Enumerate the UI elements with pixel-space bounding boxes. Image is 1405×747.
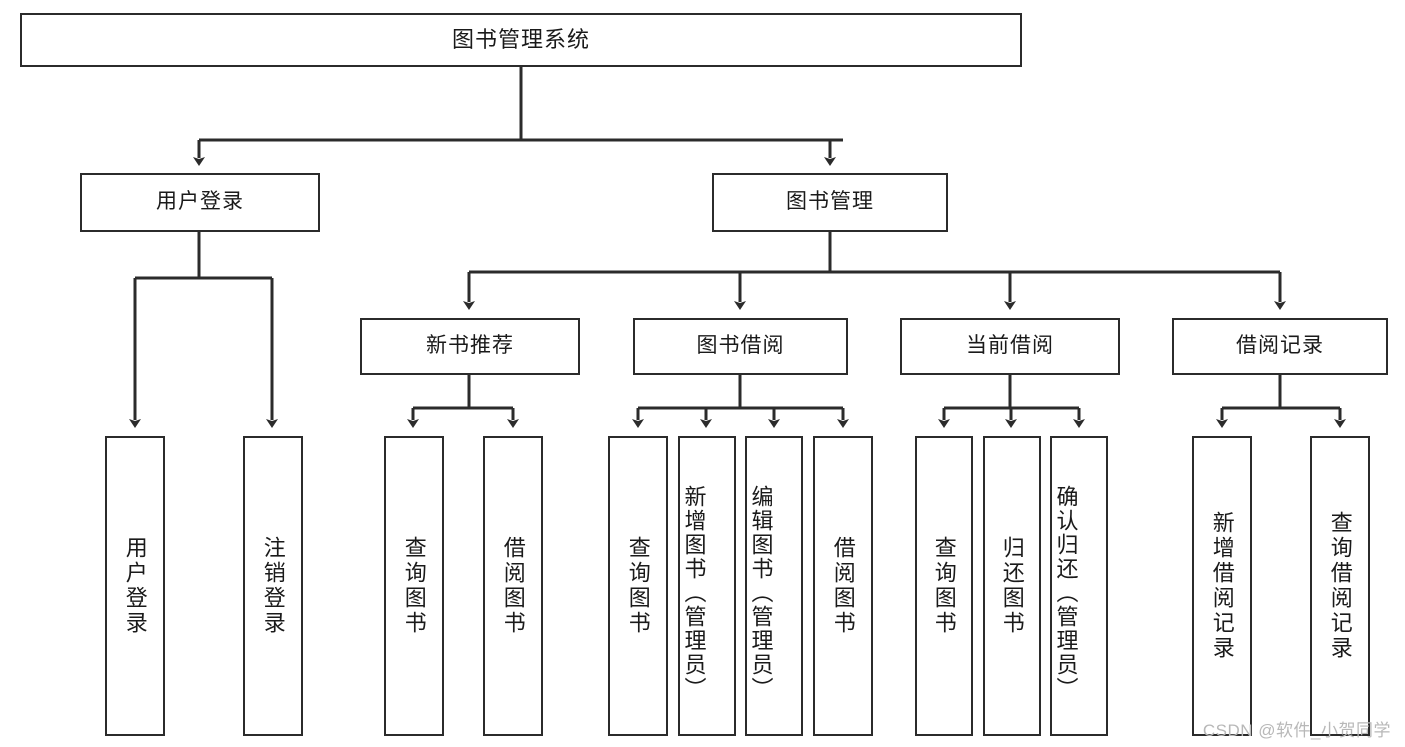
node-label: 用户登录 bbox=[122, 536, 148, 636]
leaf-query-book-current[interactable]: 查询图书 bbox=[915, 436, 973, 736]
node-book-management[interactable]: 图书管理 bbox=[712, 173, 948, 232]
node-label: 查询图书 bbox=[931, 536, 957, 636]
node-label: 查询借阅记录 bbox=[1327, 511, 1353, 661]
node-label: 新增借阅记录 bbox=[1209, 511, 1235, 661]
leaf-borrow-book[interactable]: 借阅图书 bbox=[813, 436, 873, 736]
node-book-borrow[interactable]: 图书借阅 bbox=[633, 318, 848, 375]
leaf-add-book[interactable]: 新增图书（管理员） bbox=[678, 436, 736, 736]
node-new-book-recommend[interactable]: 新书推荐 bbox=[360, 318, 580, 375]
node-label: 查询图书 bbox=[401, 536, 427, 636]
leaf-return-book[interactable]: 归还图书 bbox=[983, 436, 1041, 736]
node-label: 新增图书（管理员） bbox=[681, 485, 707, 701]
node-label: 图书管理 bbox=[786, 190, 874, 214]
node-label: 注销登录 bbox=[260, 536, 286, 636]
leaf-add-borrow-record[interactable]: 新增借阅记录 bbox=[1192, 436, 1252, 736]
node-label: 确认归还（管理员） bbox=[1053, 485, 1079, 701]
node-user-login[interactable]: 用户登录 bbox=[80, 173, 320, 232]
leaf-query-book-borrow[interactable]: 查询图书 bbox=[608, 436, 668, 736]
node-label: 归还图书 bbox=[999, 536, 1025, 636]
node-label: 借阅图书 bbox=[830, 536, 856, 636]
node-label: 编辑图书（管理员） bbox=[748, 485, 774, 701]
leaf-borrow-book-recommend[interactable]: 借阅图书 bbox=[483, 436, 543, 736]
node-label: 图书借阅 bbox=[696, 334, 785, 358]
node-label: 借阅记录 bbox=[1236, 334, 1324, 358]
node-label: 查询图书 bbox=[625, 536, 651, 636]
leaf-logout-login[interactable]: 注销登录 bbox=[243, 436, 303, 736]
node-label: 图书管理系统 bbox=[451, 27, 590, 53]
leaf-edit-book[interactable]: 编辑图书（管理员） bbox=[745, 436, 803, 736]
node-root-system[interactable]: 图书管理系统 bbox=[20, 13, 1022, 67]
leaf-query-book-recommend[interactable]: 查询图书 bbox=[384, 436, 444, 736]
leaf-user-login[interactable]: 用户登录 bbox=[105, 436, 165, 736]
watermark-text: CSDN @软件_小贺同学 bbox=[1202, 721, 1391, 740]
node-label: 借阅图书 bbox=[500, 536, 526, 636]
node-current-borrow[interactable]: 当前借阅 bbox=[900, 318, 1120, 375]
leaf-confirm-return[interactable]: 确认归还（管理员） bbox=[1050, 436, 1108, 736]
node-borrow-record[interactable]: 借阅记录 bbox=[1172, 318, 1388, 375]
node-label: 当前借阅 bbox=[966, 334, 1054, 358]
leaf-query-borrow-record[interactable]: 查询借阅记录 bbox=[1310, 436, 1370, 736]
node-label: 新书推荐 bbox=[426, 334, 514, 358]
node-label: 用户登录 bbox=[156, 190, 244, 214]
